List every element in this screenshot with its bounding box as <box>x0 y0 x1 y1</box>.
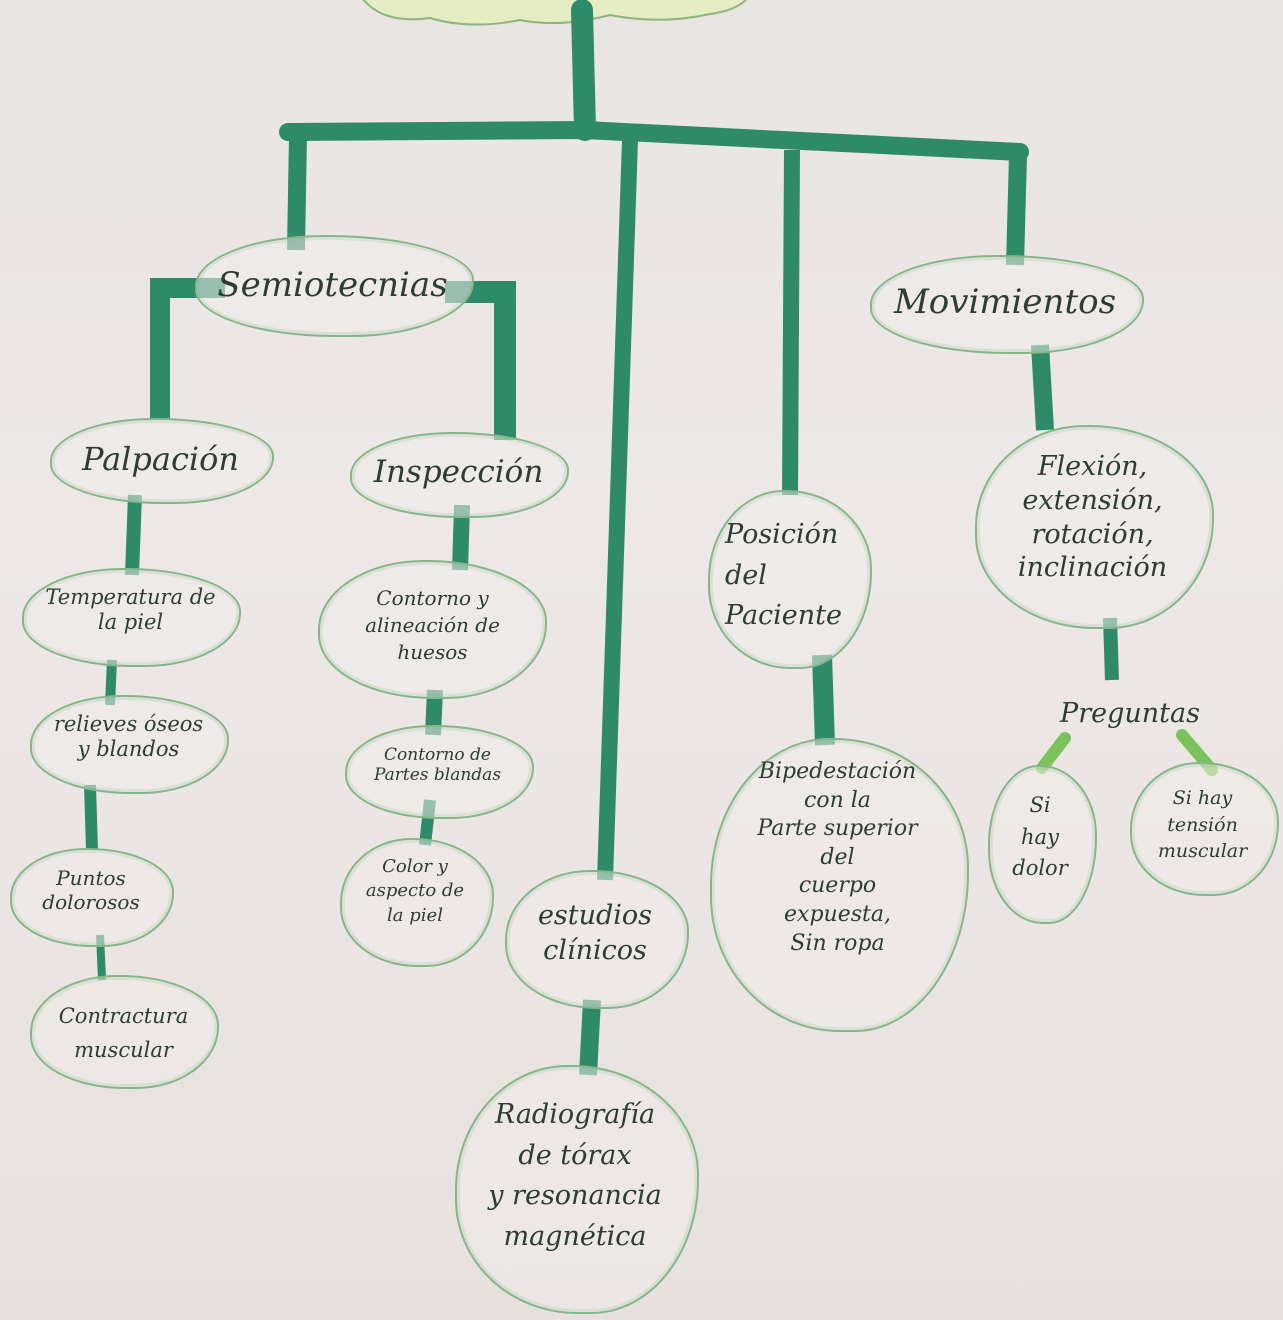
stem-temperatura <box>125 494 142 576</box>
label-semiotecnias: Semiotecnias <box>217 265 448 305</box>
label-estudios: estudios clínicos <box>537 900 653 967</box>
label-bipedestacion: Bipedestación con la Parte superior del … <box>757 759 918 956</box>
label-preguntas: Preguntas <box>1060 698 1200 729</box>
label-puntos: Puntos dolorosos <box>42 866 140 914</box>
node-color-cloud <box>340 838 494 967</box>
root-stem <box>571 0 596 141</box>
label-flexion: Flexión, extensión, rotación, inclinació… <box>1017 451 1168 584</box>
node-relieves-cloud <box>30 695 229 794</box>
label-movimientos: Movimientos <box>893 282 1117 322</box>
branch-si-hay-dolor <box>1036 732 1071 774</box>
node-estudios-cloud <box>505 870 689 1009</box>
node-movimientos-cloud <box>870 255 1144 354</box>
stem-estudios <box>597 139 638 881</box>
stem-semiotecnias <box>287 134 307 251</box>
node-posicion-cloud <box>708 490 872 669</box>
node-radiografia-cloud <box>455 1065 699 1314</box>
node-temperatura-cloud <box>22 568 241 667</box>
node-si-hay-dolor-cloud <box>988 765 1097 924</box>
node-semiotecnias-cloud <box>195 235 474 337</box>
node-contractura-cloud <box>30 975 219 1089</box>
node-inspeccion-cloud <box>350 432 569 518</box>
label-inspeccion: Inspección <box>373 454 544 490</box>
stem-bipedestacion <box>812 654 835 746</box>
stem-posicion <box>782 149 800 496</box>
node-palpacion-cloud <box>50 418 274 504</box>
node-contorno-partes-cloud <box>345 725 534 819</box>
node-puntos-cloud <box>10 848 174 947</box>
label-radiografia: Radiografía de tórax y resonancia magnét… <box>488 1099 662 1252</box>
stem-flexion <box>1031 344 1054 431</box>
label-color: Color y aspecto de la piel <box>365 856 465 926</box>
root-cloud <box>362 0 748 26</box>
label-contractura: Contractura muscular <box>58 1004 189 1062</box>
main-branch-bar <box>279 120 1029 161</box>
node-contorno-huesos-cloud <box>318 560 547 699</box>
node-bipedestacion-cloud <box>710 738 969 1032</box>
stem-radiografia <box>579 999 601 1076</box>
node-si-hay-tension-cloud <box>1130 762 1279 896</box>
label-palpacion: Palpación <box>82 440 239 478</box>
stem-movimientos <box>1006 154 1027 266</box>
label-contorno-huesos: Contorno y alineación de huesos <box>365 586 500 664</box>
label-relieves: relieves óseos y blandos <box>53 712 204 762</box>
node-flexion-cloud <box>975 425 1214 629</box>
label-si-hay-tension: Si hay tensión muscular <box>1157 787 1248 863</box>
label-temperatura: Temperatura de la piel <box>45 585 216 635</box>
label-si-hay-dolor: Si hay dolor <box>1012 793 1068 880</box>
label-contorno-partes: Contorno de Partes blandas <box>373 745 502 786</box>
label-posicion: Posición del Paciente <box>725 519 843 631</box>
branch-inspeccion <box>445 281 516 440</box>
stem-puntos <box>84 784 98 851</box>
